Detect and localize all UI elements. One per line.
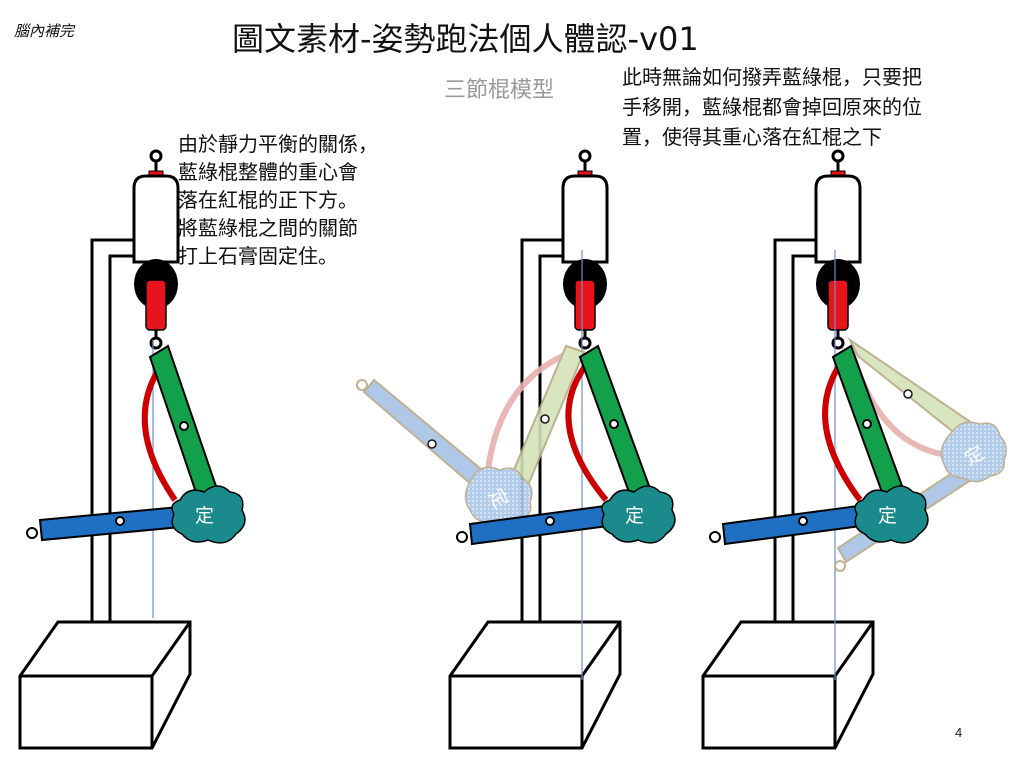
string-loop bbox=[822, 358, 863, 502]
stand-base bbox=[448, 620, 622, 750]
ghost-cast bbox=[464, 466, 533, 527]
fixed-label: 定 bbox=[625, 505, 644, 527]
stand-base bbox=[701, 620, 875, 750]
ghost-string bbox=[485, 349, 574, 471]
slide-title: 圖文素材-姿勢跑法個人體認-v01 bbox=[232, 20, 699, 58]
note-left-line: 落在紅棍的正下方。 bbox=[178, 188, 358, 212]
red-stick bbox=[574, 279, 596, 331]
note-left-line: 打上石膏固定住。 bbox=[178, 244, 338, 268]
plaster-cast bbox=[854, 485, 929, 544]
plaster-cast bbox=[601, 485, 676, 544]
note-left-line: 將藍綠棍之間的關節 bbox=[178, 216, 358, 240]
blue-stick-end-ring bbox=[456, 531, 468, 543]
ghost-end-ring bbox=[834, 560, 846, 572]
red-stick bbox=[145, 279, 167, 331]
blue-stick-end-ring bbox=[26, 527, 38, 539]
note-right: 此時無論如何撥弄藍綠棍，只要把 手移開，藍綠棍都會掉回原來的位 置，使得其重心落… bbox=[622, 62, 1022, 152]
ghost-pivot bbox=[540, 414, 550, 424]
stand-1: 定 bbox=[18, 149, 246, 750]
green-stick-pivot bbox=[609, 419, 619, 429]
stand-post bbox=[90, 238, 140, 680]
red-stick-housing bbox=[814, 149, 862, 350]
blue-stick-pivot bbox=[115, 516, 125, 526]
green-stick-pivot bbox=[179, 421, 189, 431]
stand-post bbox=[773, 238, 823, 680]
ghost-pivot bbox=[903, 389, 913, 399]
red-stick-housing bbox=[132, 149, 180, 350]
stand-base bbox=[18, 620, 192, 750]
note-left-line: 由於靜力平衡的關係， bbox=[178, 132, 378, 156]
stand-2: 定 定 bbox=[356, 149, 676, 750]
note-right-line: 手移開，藍綠棍都會掉回原來的位 bbox=[622, 95, 922, 119]
blue-stick-pivot bbox=[798, 516, 808, 526]
fixed-label: 定 bbox=[878, 505, 897, 527]
blue-stick-end-ring bbox=[709, 531, 721, 543]
plaster-cast bbox=[171, 485, 246, 544]
red-stick-housing bbox=[561, 149, 609, 350]
note-left: 由於靜力平衡的關係， 藍綠棍整體的重心會 落在紅棍的正下方。 將藍綠棍之間的關節… bbox=[178, 130, 448, 270]
note-right-line: 此時無論如何撥弄藍綠棍，只要把 bbox=[622, 65, 922, 89]
note-left-line: 藍綠棍整體的重心會 bbox=[178, 160, 358, 184]
corner-tag: 腦內補完 bbox=[14, 22, 75, 40]
ghost-pivot bbox=[427, 439, 437, 449]
note-right-line: 置，使得其重心落在紅棍之下 bbox=[622, 125, 882, 149]
ghost-cast bbox=[940, 421, 1007, 483]
green-stick-pivot bbox=[862, 419, 872, 429]
fixed-label: 定 bbox=[195, 505, 214, 527]
blue-stick-pivot bbox=[545, 516, 555, 526]
string-loop bbox=[565, 358, 609, 502]
ghost-position: 定 bbox=[356, 344, 586, 527]
red-stick bbox=[827, 279, 849, 331]
slide-subtitle: 三節棍模型 bbox=[444, 78, 555, 103]
ghost-end-ring bbox=[356, 379, 368, 391]
page-number: 4 bbox=[955, 725, 963, 740]
stand-3: 定 定 bbox=[701, 149, 1007, 750]
